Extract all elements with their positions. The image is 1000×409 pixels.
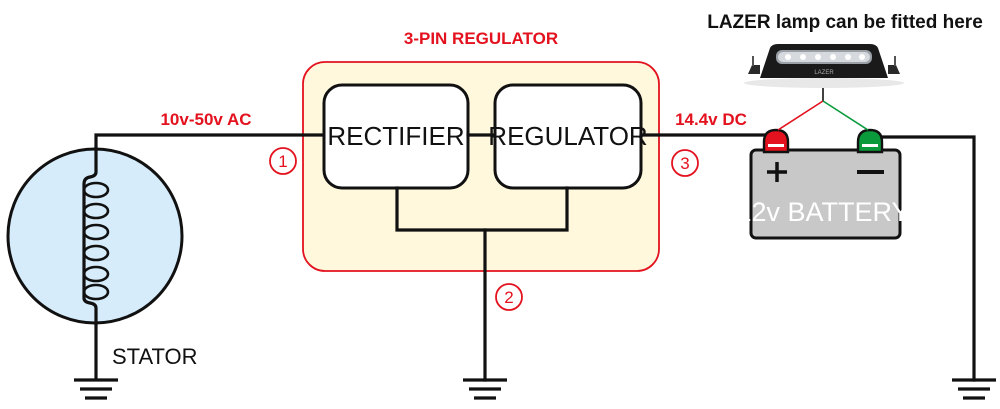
pin-3-marker: 3: [671, 149, 699, 177]
pin-1-marker: 1: [269, 147, 297, 175]
rectifier-label: RECTIFIER: [327, 121, 464, 151]
svg-text:1: 1: [278, 152, 287, 171]
negative-terminal-stripe: [862, 144, 878, 147]
svg-text:2: 2: [504, 288, 513, 307]
lamp-negative-wire: [822, 100, 869, 131]
stator: STATOR: [6, 147, 198, 369]
battery-label: 12v BATTERY: [736, 197, 909, 227]
lazer-lamp-icon: LAZER: [744, 44, 904, 88]
ground-bus: [395, 186, 569, 232]
lamp-positive-wire: [777, 100, 824, 131]
positive-terminal-stripe: [768, 144, 784, 147]
lamp-caption: LAZER lamp can be fitted here: [707, 12, 983, 33]
stator-coil: [82, 147, 98, 325]
plus-sign: [767, 162, 787, 182]
ac-voltage-label: 10v-50v AC: [160, 110, 251, 129]
coil-loops: [82, 181, 110, 301]
negative-terminal: [856, 128, 884, 154]
regulator-title: 3-PIN REGULATOR: [404, 29, 558, 48]
regulator-ground-icon: [463, 378, 507, 400]
battery: 12v BATTERY: [736, 128, 910, 240]
pin-2-marker: 2: [495, 283, 523, 311]
negative-ground-wire: [880, 135, 976, 382]
regulator-label: REGULATOR: [488, 121, 647, 151]
stator-ground-icon: [74, 323, 118, 400]
stator-label: STATOR: [112, 344, 198, 369]
svg-text:LAZER: LAZER: [814, 70, 834, 76]
positive-terminal: [762, 128, 790, 154]
svg-text:3: 3: [680, 154, 689, 173]
battery-ground-icon: [952, 378, 996, 400]
dc-voltage-label: 14.4v DC: [675, 110, 747, 129]
ac-wire: [94, 133, 326, 151]
